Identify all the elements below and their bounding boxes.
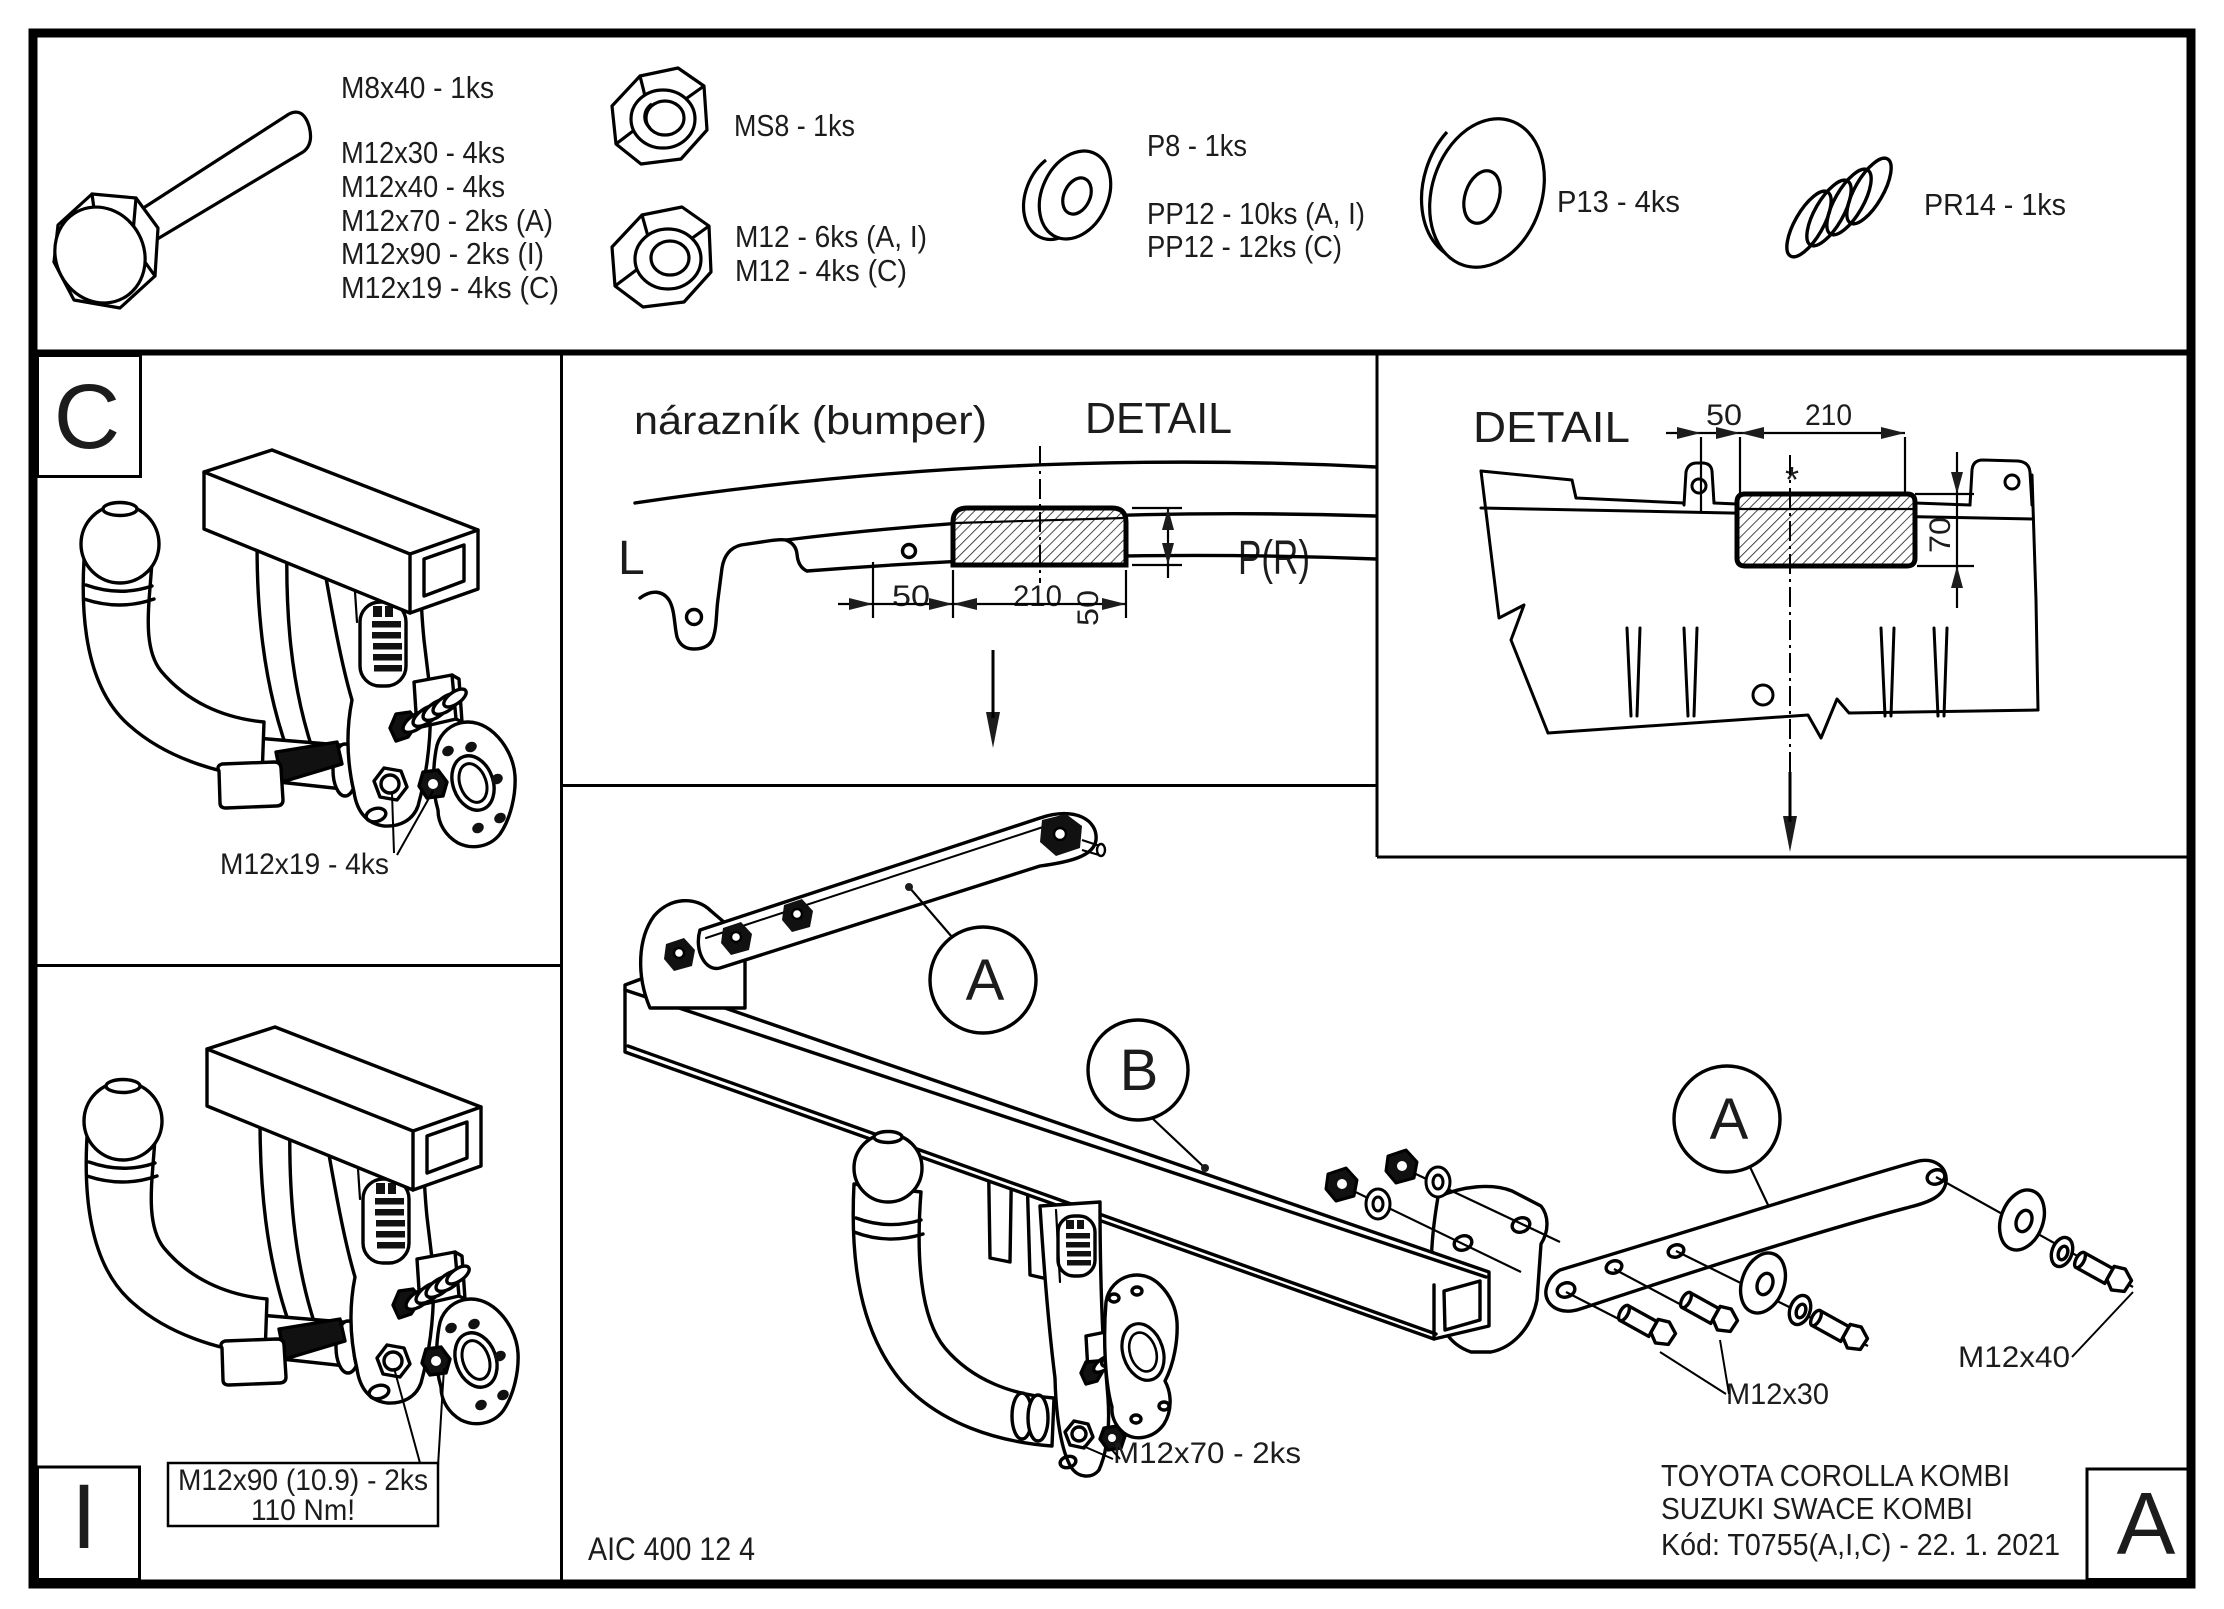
svg-text:M12x30 - 4ks: M12x30 - 4ks bbox=[341, 135, 505, 170]
svg-text:M8x40 - 1ks: M8x40 - 1ks bbox=[341, 70, 494, 105]
svg-text:SUZUKI SWACE KOMBI: SUZUKI SWACE KOMBI bbox=[1661, 1491, 1973, 1526]
svg-text:M12x90 (10.9) - 2ks: M12x90 (10.9) - 2ks bbox=[178, 1464, 428, 1497]
svg-text:*: * bbox=[1785, 459, 1799, 500]
svg-text:P(R): P(R) bbox=[1238, 532, 1310, 585]
svg-text:B: B bbox=[1120, 1038, 1159, 1103]
svg-text:M12 - 4ks (C): M12 - 4ks (C) bbox=[735, 253, 907, 288]
svg-text:M12x70 - 2ks (A): M12x70 - 2ks (A) bbox=[341, 203, 553, 238]
svg-text:I: I bbox=[71, 1466, 97, 1568]
svg-text:nárazník (bumper): nárazník (bumper) bbox=[634, 399, 987, 443]
svg-text:TOYOTA COROLLA KOMBI: TOYOTA COROLLA KOMBI bbox=[1661, 1458, 2010, 1493]
svg-text:110 Nm!: 110 Nm! bbox=[251, 1494, 355, 1527]
svg-text:M12x90 - 2ks (I): M12x90 - 2ks (I) bbox=[341, 236, 544, 271]
svg-text:210: 210 bbox=[1013, 580, 1062, 613]
svg-text:A: A bbox=[966, 948, 1005, 1013]
svg-text:PP12 - 12ks (C): PP12 - 12ks (C) bbox=[1147, 229, 1342, 264]
svg-text:C: C bbox=[54, 366, 120, 468]
svg-text:M12x70 - 2ks: M12x70 - 2ks bbox=[1113, 1437, 1301, 1470]
svg-text:P8 - 1ks: P8 - 1ks bbox=[1147, 128, 1247, 163]
svg-text:DETAIL: DETAIL bbox=[1473, 403, 1630, 452]
svg-text:M12x30: M12x30 bbox=[1726, 1378, 1829, 1411]
svg-text:PP12 - 10ks (A, I): PP12 - 10ks (A, I) bbox=[1147, 196, 1365, 231]
svg-text:AIC 400 12 4: AIC 400 12 4 bbox=[588, 1531, 755, 1567]
svg-text:M12x40: M12x40 bbox=[1958, 1341, 2070, 1374]
svg-text:PR14 - 1ks: PR14 - 1ks bbox=[1924, 187, 2066, 222]
svg-text:L: L bbox=[618, 532, 645, 585]
svg-text:50: 50 bbox=[1072, 590, 1105, 626]
svg-text:DETAIL: DETAIL bbox=[1085, 394, 1232, 443]
svg-text:50: 50 bbox=[892, 580, 930, 613]
svg-text:70: 70 bbox=[1924, 517, 1957, 553]
svg-text:M12x19 - 4ks (C): M12x19 - 4ks (C) bbox=[341, 270, 559, 305]
svg-text:M12x19 - 4ks: M12x19 - 4ks bbox=[220, 848, 389, 881]
svg-text:A: A bbox=[2117, 1474, 2176, 1573]
svg-text:P13 - 4ks: P13 - 4ks bbox=[1557, 184, 1680, 219]
svg-text:M12 - 6ks (A, I): M12 - 6ks (A, I) bbox=[735, 219, 927, 254]
svg-text:210: 210 bbox=[1805, 399, 1852, 432]
svg-text:Kód: T0755(A,I,C) - 22. 1. 202: Kód: T0755(A,I,C) - 22. 1. 2021 bbox=[1661, 1527, 2060, 1562]
svg-text:A: A bbox=[1710, 1087, 1749, 1152]
svg-text:M12x40 - 4ks: M12x40 - 4ks bbox=[341, 169, 505, 204]
svg-text:50: 50 bbox=[1706, 399, 1742, 432]
svg-text:MS8 - 1ks: MS8 - 1ks bbox=[734, 108, 855, 143]
